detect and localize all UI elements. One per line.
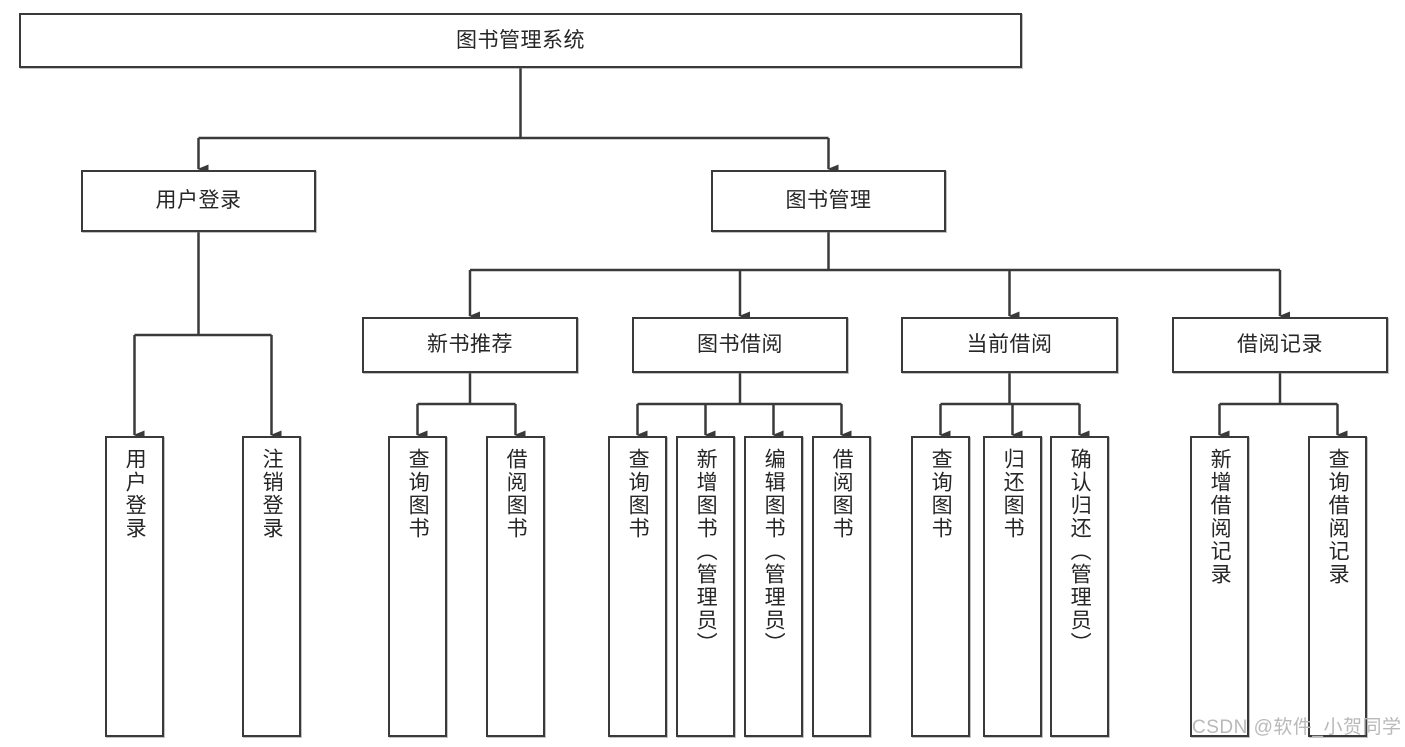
node-addbook[interactable]: 新增图书（管理员） (676, 436, 735, 737)
node-label: 图书借阅 (697, 333, 783, 357)
node-bookmgmt[interactable]: 图书管理 (711, 170, 946, 232)
node-label: 新增图书（管理员） (694, 448, 718, 655)
node-querybook2[interactable]: 查询图书 (608, 436, 667, 737)
node-label: 查询图书 (626, 448, 650, 540)
node-label: 图书管理 (785, 189, 872, 213)
node-label: 当前借阅 (966, 333, 1053, 357)
node-root[interactable]: 图书管理系统 (19, 13, 1022, 68)
node-querybook3[interactable]: 查询图书 (911, 436, 970, 737)
node-borrow[interactable]: 图书借阅 (632, 317, 848, 373)
node-label: 查询借阅记录 (1326, 448, 1350, 586)
node-label: 查询图书 (929, 448, 953, 540)
node-logout[interactable]: 注销登录 (242, 436, 301, 737)
node-editbook[interactable]: 编辑图书（管理员） (744, 436, 803, 737)
node-label: 归还图书 (1001, 448, 1025, 540)
node-records[interactable]: 借阅记录 (1172, 317, 1388, 373)
node-confirmreturn[interactable]: 确认归还（管理员） (1050, 436, 1109, 737)
node-label: 借阅记录 (1237, 333, 1323, 357)
node-queryrecord[interactable]: 查询借阅记录 (1308, 436, 1367, 737)
node-label: 图书管理系统 (456, 28, 585, 52)
node-returnbook[interactable]: 归还图书 (983, 436, 1042, 737)
node-label: 注销登录 (260, 448, 284, 540)
node-newbook[interactable]: 新书推荐 (362, 317, 578, 373)
csdn-watermark: CSDN @软件_小贺同学 (1192, 717, 1402, 738)
node-label: 用户登录 (155, 189, 242, 213)
node-userlogin[interactable]: 用户登录 (105, 436, 164, 737)
node-label: 借阅图书 (504, 448, 528, 540)
node-querybook1[interactable]: 查询图书 (388, 436, 447, 737)
node-label: 查询图书 (406, 448, 430, 540)
node-label: 借阅图书 (830, 448, 854, 540)
node-label: 新增借阅记录 (1208, 448, 1232, 586)
node-current[interactable]: 当前借阅 (901, 317, 1118, 373)
node-borrowbook1[interactable]: 借阅图书 (486, 436, 545, 737)
node-label: 用户登录 (123, 448, 147, 540)
node-label: 确认归还（管理员） (1068, 448, 1092, 655)
node-borrowbook2[interactable]: 借阅图书 (812, 436, 871, 737)
node-login[interactable]: 用户登录 (81, 170, 316, 232)
node-label: 编辑图书（管理员） (762, 448, 786, 655)
node-label: 新书推荐 (427, 333, 513, 357)
node-addrecord[interactable]: 新增借阅记录 (1190, 436, 1249, 737)
